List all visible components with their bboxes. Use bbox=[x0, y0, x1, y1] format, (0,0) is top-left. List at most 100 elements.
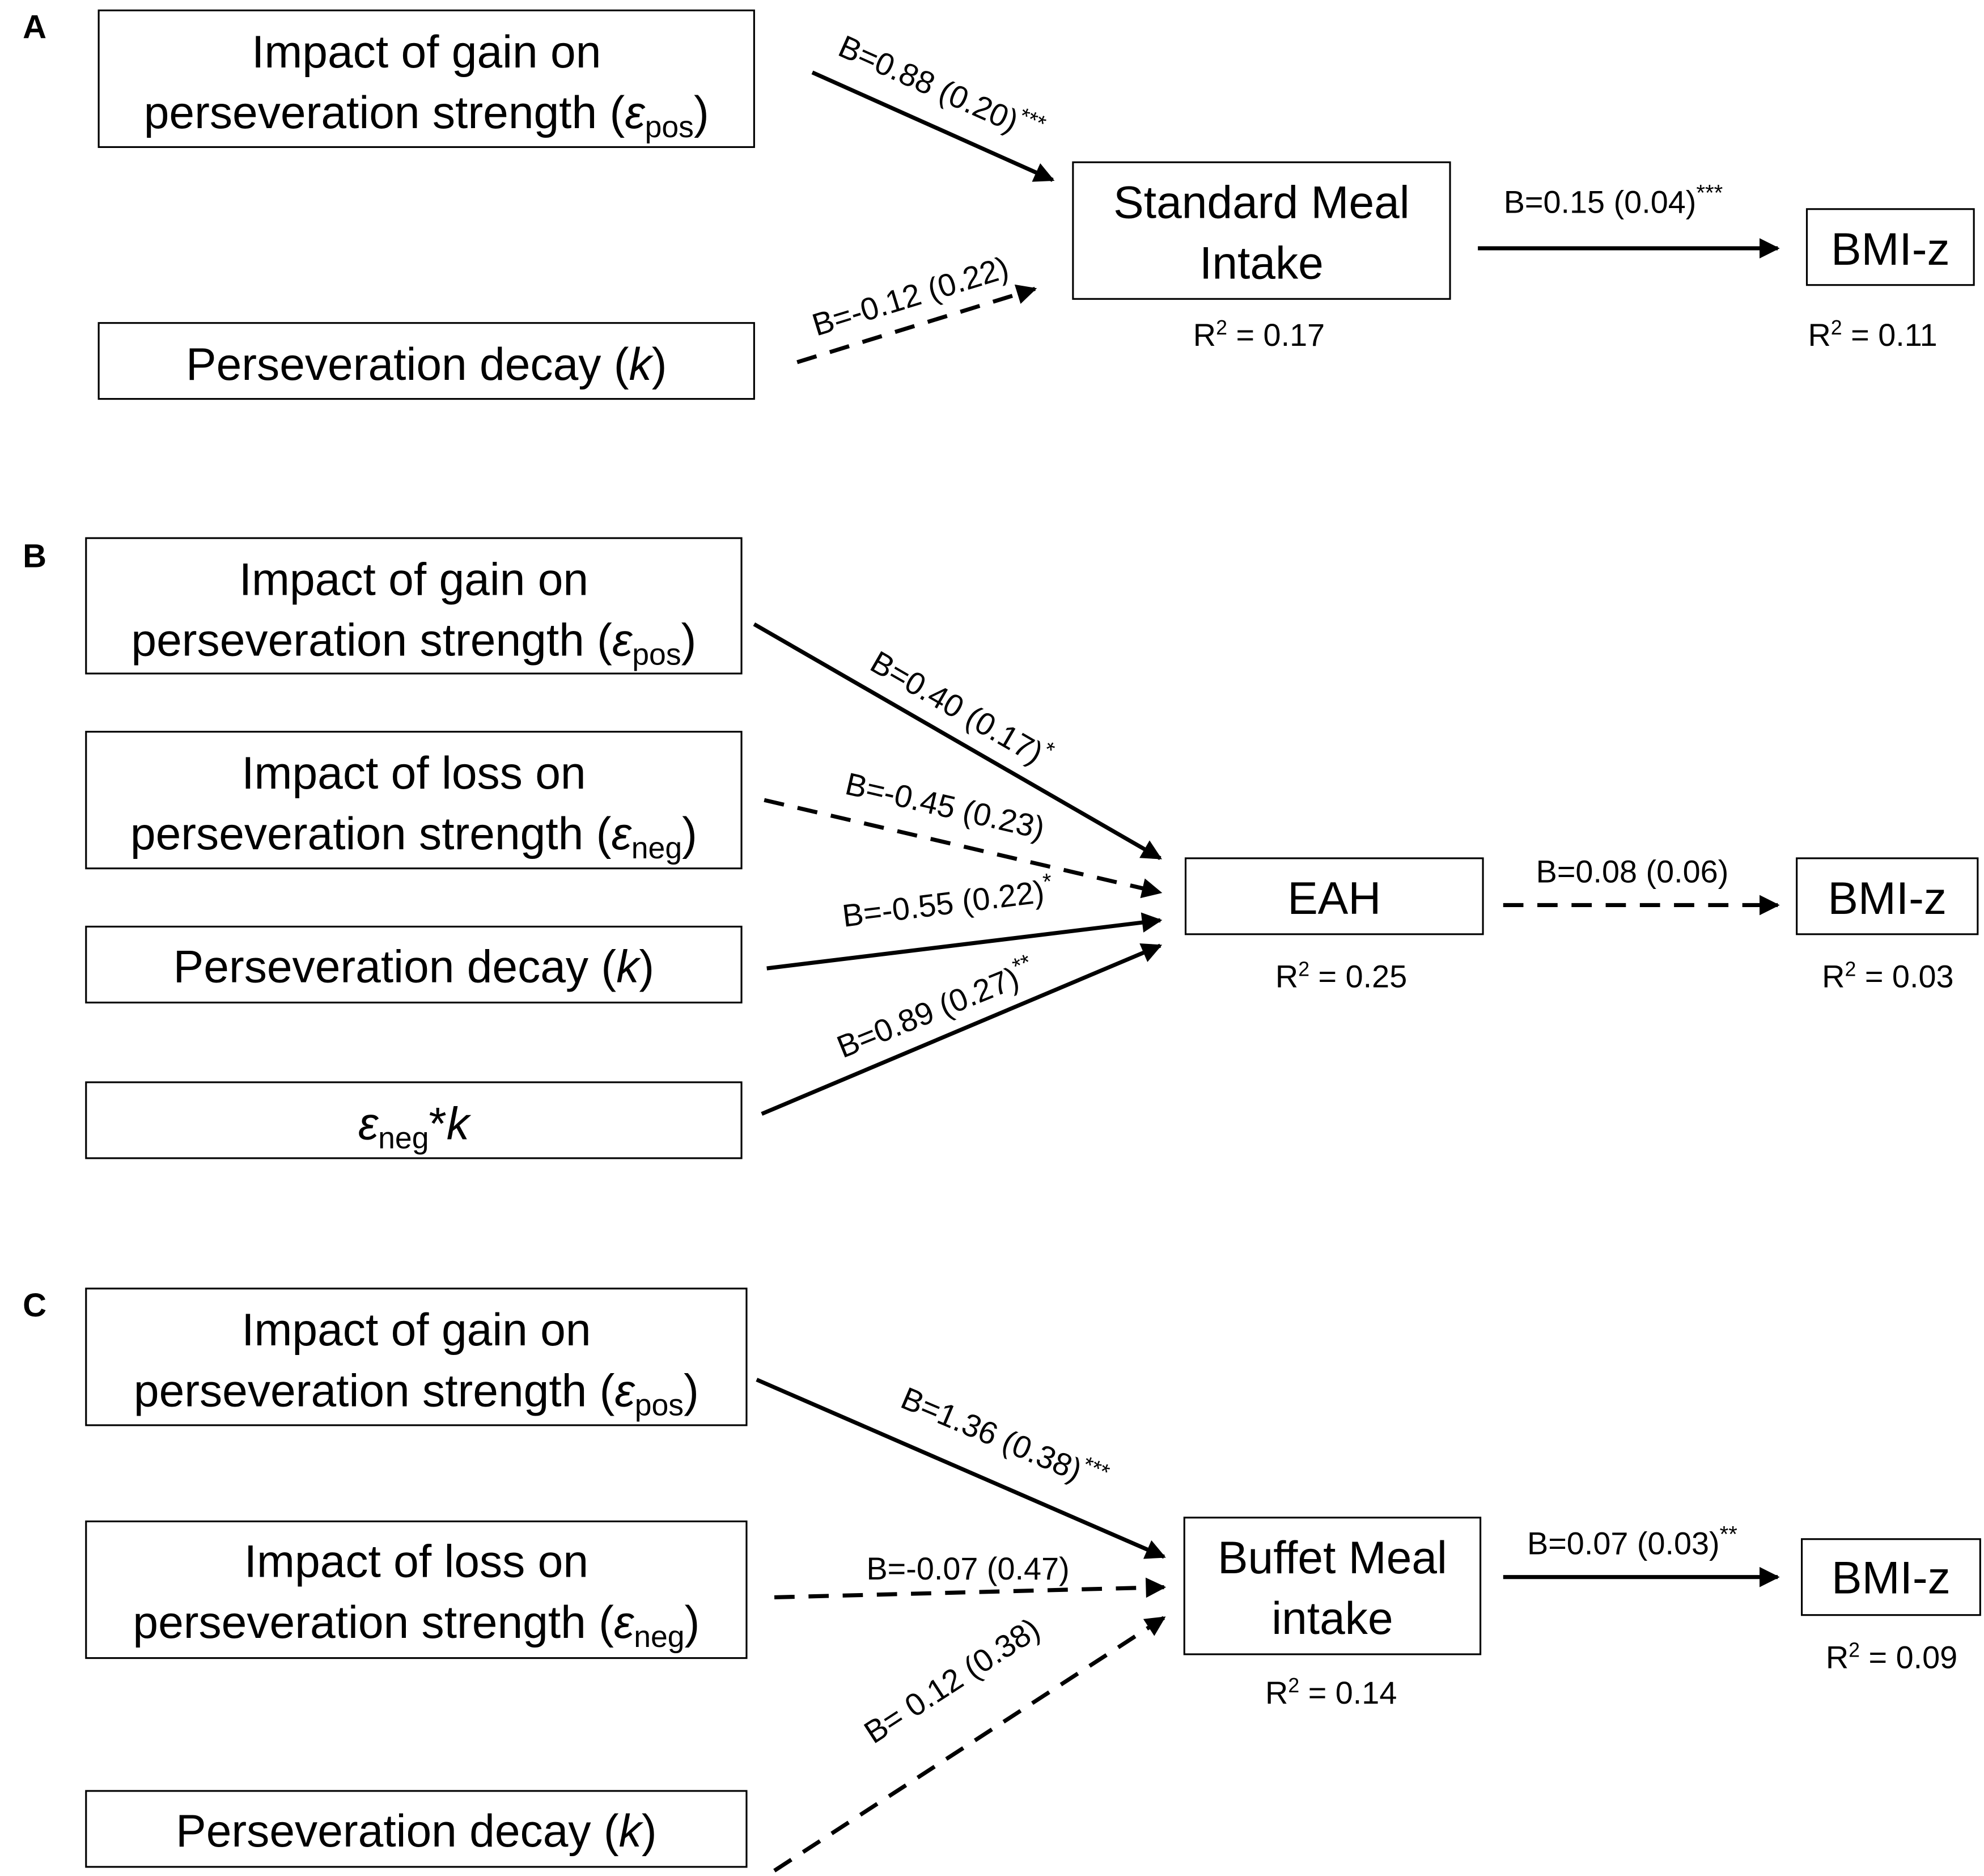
label-segment: ) bbox=[682, 808, 697, 859]
label-segment: Perseveration decay ( bbox=[186, 339, 629, 390]
node-label-line: BMI-z bbox=[1831, 224, 1950, 275]
label-segment: ) bbox=[685, 1597, 700, 1648]
node-box bbox=[97, 322, 755, 400]
label-segment: perseveration strength ( bbox=[131, 615, 612, 666]
r2-value: = 0.09 bbox=[1860, 1639, 1957, 1675]
panel-a: A Impact of gain on perseveration strength… bbox=[23, 9, 1975, 400]
path-coefficient: B=0.08 (0.06) bbox=[1536, 853, 1729, 889]
path-coefficient: B=0.15 (0.04)*** bbox=[1504, 180, 1723, 220]
path-out-to-bmi: B=0.15 (0.04)*** bbox=[1478, 180, 1780, 259]
label-segment: pos bbox=[635, 1389, 684, 1422]
label-segment: Impact of gain on bbox=[252, 27, 601, 78]
node-bmi: BMI-zR2 = 0.09 bbox=[1801, 1538, 1981, 1675]
solid-arrow bbox=[766, 912, 1163, 971]
path-coefficient: B=0.07 (0.03)** bbox=[1527, 1521, 1737, 1561]
node-label-line: Perseveration decay (k) bbox=[176, 1806, 656, 1857]
label-segment: EAH bbox=[1287, 873, 1381, 924]
label-segment: perseveration strength ( bbox=[130, 808, 612, 859]
label-segment: k bbox=[619, 1806, 644, 1857]
node-k: Perseveration decay (k) bbox=[97, 322, 755, 400]
label-segment: BMI-z bbox=[1832, 1553, 1951, 1604]
label-segment: BMI-z bbox=[1828, 873, 1947, 924]
significance-stars: ** bbox=[1720, 1521, 1737, 1547]
r2-symbol: R bbox=[1826, 1639, 1849, 1675]
node-box bbox=[85, 731, 743, 870]
solid-arrow bbox=[811, 70, 1055, 182]
label-segment: ) bbox=[642, 1806, 657, 1857]
r-squared: R2 = 0.03 bbox=[1822, 958, 1953, 994]
node-label-line: perseveration strength (εneg) bbox=[130, 808, 697, 865]
label-segment: ) bbox=[684, 1365, 699, 1416]
r2-value: = 0.17 bbox=[1227, 317, 1325, 353]
path-coefficient: B=0.40 (0.17)* bbox=[864, 640, 1059, 776]
coefficient-value: B=0.89 (0.27) bbox=[832, 959, 1024, 1065]
node-box bbox=[85, 1081, 743, 1159]
path-coefficient: B=-0.07 (0.47) bbox=[866, 1551, 1069, 1586]
label-segment: BMI-z bbox=[1831, 224, 1950, 275]
node-label-line: Intake bbox=[1199, 238, 1324, 289]
label-segment: k bbox=[616, 942, 641, 993]
label-segment: intake bbox=[1271, 1593, 1393, 1644]
node-label-line: Standard Meal bbox=[1113, 177, 1410, 228]
label-segment: Impact of loss on bbox=[244, 1536, 588, 1587]
label-segment: Intake bbox=[1199, 238, 1324, 289]
significance-stars: * bbox=[1041, 868, 1053, 895]
coefficient-value: B=0.08 (0.06) bbox=[1536, 853, 1729, 889]
dashed-arrow bbox=[774, 1577, 1167, 1600]
path-out-to-bmi: B=0.08 (0.06) bbox=[1503, 853, 1780, 916]
coefficient-value: B=0.15 (0.04) bbox=[1504, 184, 1697, 219]
solid-arrow bbox=[761, 943, 1163, 1116]
label-segment: neg bbox=[378, 1122, 429, 1155]
panel-label: A bbox=[23, 9, 46, 45]
label-segment: ε bbox=[612, 615, 633, 666]
node-label-line: Impact of loss on bbox=[241, 748, 586, 799]
node-box bbox=[85, 925, 743, 1003]
path-k-to-out: B=-0.55 (0.22)* bbox=[766, 868, 1163, 971]
path-epos-to-out: B=0.88 (0.20)*** bbox=[811, 28, 1055, 182]
node-label-line: Perseveration decay (k) bbox=[173, 942, 654, 993]
label-segment: neg bbox=[631, 832, 682, 865]
coefficient-value: B=0.40 (0.17) bbox=[864, 643, 1049, 770]
label-segment: ε bbox=[614, 1597, 635, 1648]
coefficient-value: B=1.36 (0.38) bbox=[896, 1380, 1087, 1488]
label-segment: pos bbox=[645, 111, 694, 144]
node-label-line: Impact of loss on bbox=[244, 1536, 588, 1587]
r-squared: R2 = 0.14 bbox=[1265, 1674, 1397, 1710]
solid-arrow bbox=[756, 1378, 1166, 1559]
node-label-line: EAH bbox=[1287, 873, 1381, 924]
label-segment: ε bbox=[611, 808, 632, 859]
node-label-line: BMI-z bbox=[1832, 1553, 1951, 1604]
path-int-to-out: B=0.89 (0.27)** bbox=[761, 943, 1163, 1116]
dashed-arrow bbox=[796, 284, 1037, 365]
node-label-line: perseveration strength (εpos) bbox=[144, 87, 709, 144]
node-box bbox=[85, 1520, 748, 1659]
node-label-line: intake bbox=[1271, 1593, 1393, 1644]
label-segment: Perseveration decay ( bbox=[176, 1806, 619, 1857]
node-label-line: perseveration strength (εpos) bbox=[131, 615, 696, 672]
path-eneg-to-out: B=-0.07 (0.47) bbox=[774, 1551, 1167, 1600]
label-segment: ) bbox=[681, 615, 697, 666]
path-coefficient: B=1.36 (0.38)*** bbox=[896, 1376, 1113, 1498]
label-segment: Standard Meal bbox=[1113, 177, 1410, 228]
node-label-line: perseveration strength (εpos) bbox=[134, 1365, 699, 1422]
node-k: Perseveration decay (k) bbox=[85, 1790, 748, 1868]
r2-value: = 0.25 bbox=[1309, 959, 1407, 994]
r2-symbol: R bbox=[1265, 1675, 1288, 1710]
label-segment: Impact of gain on bbox=[241, 1305, 591, 1356]
path-eneg-to-out: B=-0.45 (0.23) bbox=[764, 765, 1163, 899]
r2-exponent: 2 bbox=[1216, 316, 1227, 339]
node-box bbox=[1184, 857, 1484, 935]
label-segment: pos bbox=[632, 638, 681, 672]
label-segment: Impact of gain on bbox=[239, 554, 588, 605]
node-box bbox=[85, 537, 743, 675]
node-label-line: Impact of gain on bbox=[241, 1305, 591, 1356]
solid-arrow bbox=[753, 622, 1162, 860]
node-box bbox=[1183, 1517, 1482, 1655]
node-bmi: BMI-z R2 = 0.03 bbox=[1796, 857, 1979, 994]
label-segment: perseveration strength ( bbox=[134, 1365, 615, 1416]
